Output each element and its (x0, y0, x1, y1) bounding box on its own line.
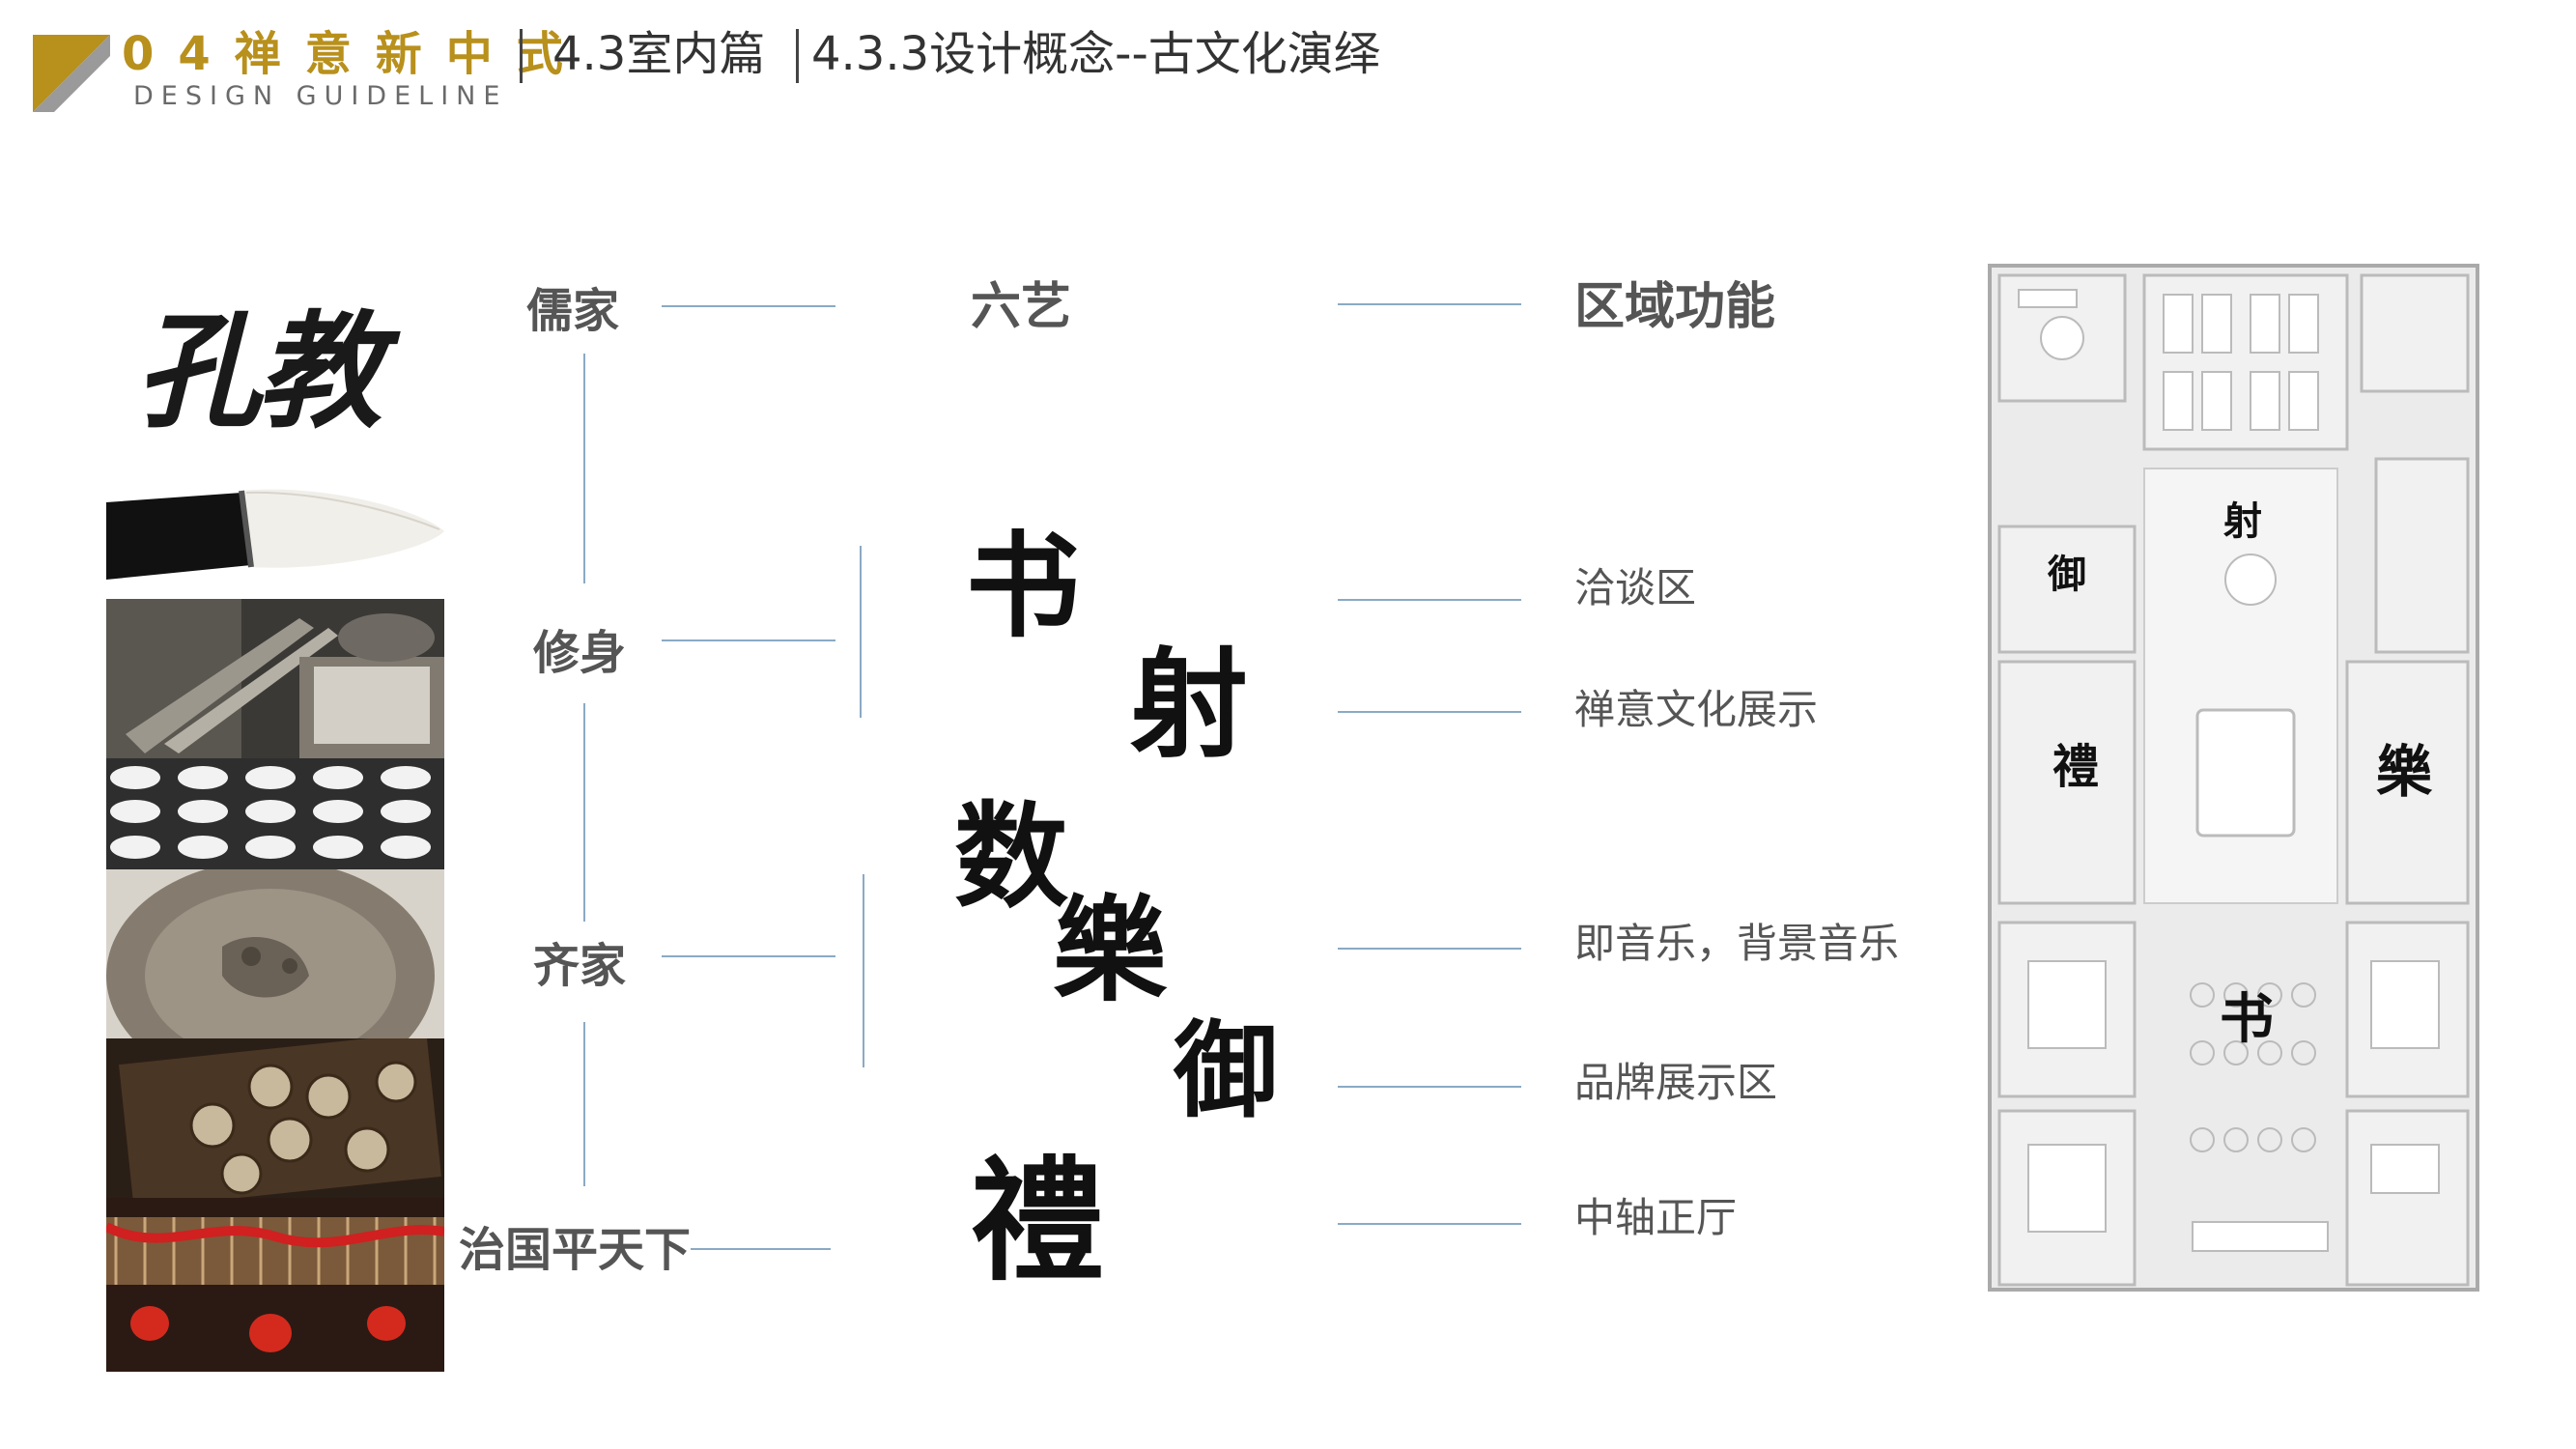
connector-line (662, 955, 835, 957)
header-separator (520, 29, 523, 83)
lantern-photo (106, 1198, 444, 1372)
calligraphy-title-text: 孔教 (135, 298, 382, 445)
function-item: 品牌展示区 (1574, 1059, 1778, 1106)
glyph-yu-chariot: 御 (1174, 1010, 1279, 1132)
connector-line (1338, 303, 1521, 305)
glyph-shu-book: 书 (966, 519, 1081, 653)
connector-line (583, 1022, 585, 1186)
function-item: 禅意文化展示 (1574, 686, 1819, 733)
six-arts-header: 六艺 (971, 278, 1072, 336)
label-family: 齐家 (533, 939, 627, 993)
connector-line (691, 1248, 831, 1250)
connector-line (1338, 711, 1521, 713)
bracket-line (860, 546, 862, 718)
connector-line (662, 639, 835, 641)
functions-header: 区域功能 (1574, 278, 1776, 336)
plan-mark-yu: 御 (2048, 552, 2086, 597)
plan-mark-shu: 书 (2220, 987, 2274, 1051)
label-self-cultivation: 修身 (533, 626, 627, 680)
connector-line (1338, 599, 1521, 601)
plan-mark-yue: 樂 (2376, 739, 2433, 805)
bracket-line (863, 874, 864, 1067)
connector-line (1338, 1086, 1521, 1088)
abacus-photo (106, 758, 444, 869)
chinese-chess-photo (106, 1038, 444, 1198)
connector-line (583, 354, 585, 583)
label-confucianism: 儒家 (526, 284, 620, 338)
function-item: 中轴正厅 (1574, 1194, 1738, 1241)
function-item: 洽谈区 (1574, 564, 1697, 611)
floor-plan: 射 御 禮 樂 书 (1970, 256, 2531, 1299)
logo-mark (33, 35, 110, 112)
brush-photo (106, 473, 444, 589)
topic-title: 4.3.3设计概念--古文化演绎 (811, 27, 1380, 81)
section-title: 4.3室内篇 (552, 27, 766, 81)
plan-mark-she: 射 (2223, 498, 2262, 544)
plan-mark-li: 禮 (2052, 740, 2100, 794)
function-item: 即音乐，背景音乐 (1574, 920, 1900, 967)
connector-line (583, 703, 585, 922)
header-separator (796, 29, 799, 83)
glyph-yue-music: 樂 (1053, 883, 1168, 1017)
bronze-coin-photo (106, 869, 444, 1038)
connector-line (662, 305, 835, 307)
connector-line (1338, 1223, 1521, 1225)
brand-subtitle: DESIGN GUIDELINE (133, 81, 508, 111)
glyph-li-rites: 禮 (971, 1142, 1105, 1299)
brand-title: 04禅意新中式 (122, 27, 587, 81)
glyph-shu-math: 数 (954, 789, 1069, 923)
glyph-she-archery: 射 (1130, 635, 1248, 774)
kongjiao-calligraphy: 孔教 (135, 270, 425, 445)
connector-line (1338, 948, 1521, 950)
label-govern-world: 治国平天下 (459, 1223, 692, 1277)
tea-photo (106, 599, 444, 758)
